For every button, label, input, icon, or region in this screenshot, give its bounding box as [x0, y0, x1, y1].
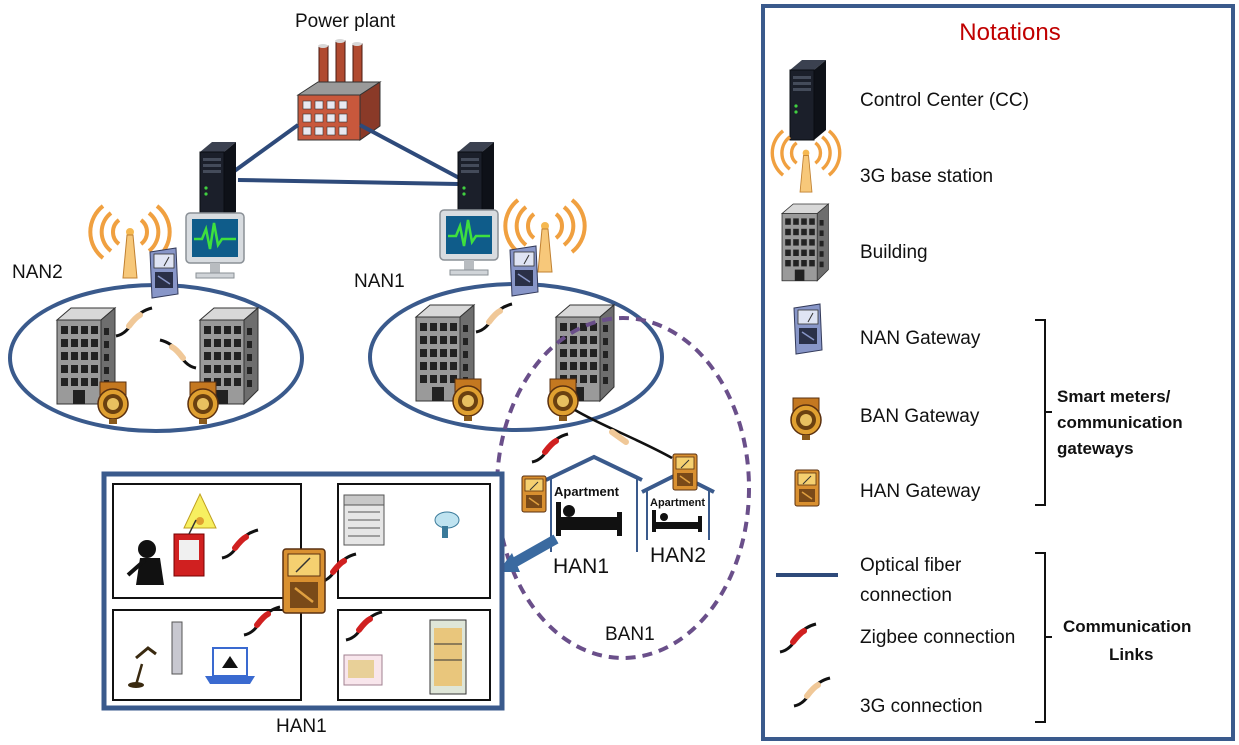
washer-icon	[343, 494, 385, 546]
han-gateway-icon	[521, 475, 547, 513]
desk-lamp-icon	[128, 646, 157, 688]
control-center-icon	[199, 141, 237, 223]
legend-label: Optical fiber	[860, 555, 962, 576]
group-label-meters: Smart meters/	[1057, 387, 1171, 406]
building-icon	[781, 203, 829, 282]
apartment-label: Apartment	[650, 497, 705, 509]
control-center-icon	[789, 59, 827, 141]
han-gateway-icon	[672, 453, 698, 491]
3g-link-icon	[160, 340, 196, 368]
notations-panel	[761, 4, 1235, 741]
person-phone-icon	[126, 540, 164, 585]
group-label-links: Links	[1109, 645, 1153, 664]
zigbee-segment	[609, 429, 629, 445]
legend-label: connection	[860, 585, 952, 606]
legend-label: NAN Gateway	[860, 328, 981, 349]
room-laptop	[112, 609, 302, 701]
legend-label: Control Center (CC)	[860, 90, 1029, 111]
nan2-label: NAN2	[12, 262, 63, 283]
room-kitchen	[337, 609, 491, 701]
group-label-meters: communication	[1057, 413, 1183, 432]
ban1-label: BAN1	[605, 624, 655, 645]
ban-gateway-icon	[187, 381, 219, 425]
ban-gateway-icon	[547, 378, 579, 422]
apartment-building: Apartment	[545, 454, 643, 552]
legend-label: HAN Gateway	[860, 481, 981, 502]
legend-label: BAN Gateway	[860, 406, 980, 427]
han-gateway-central	[282, 548, 326, 614]
ban-gateway-icon	[97, 381, 129, 425]
monitor-icon	[184, 211, 246, 280]
zigbee-line	[574, 408, 673, 460]
tv-icon	[173, 519, 205, 577]
ban-gateway-icon	[452, 378, 484, 422]
monitor-icon	[438, 208, 500, 277]
han-gateway-icon	[794, 469, 820, 507]
legend-label: Building	[860, 242, 928, 263]
3g-link-icon	[116, 308, 152, 336]
legend-label: 3G connection	[860, 696, 983, 717]
nan-gateway-icon	[793, 303, 823, 355]
group-label-links: Communication	[1063, 617, 1191, 636]
nan1-label: NAN1	[354, 271, 405, 292]
notations-title: Notations	[959, 19, 1060, 46]
nan-gateway-icon	[509, 245, 539, 297]
microwave-icon	[343, 654, 383, 686]
power-plant-label: Power plant	[295, 11, 396, 32]
han2-apartment-label: HAN2	[650, 544, 706, 567]
3g-link-icon	[476, 304, 512, 332]
apartment-label: Apartment	[554, 484, 620, 499]
phone-icon	[171, 621, 183, 675]
power-plant-icon	[296, 39, 382, 141]
nan-gateway-icon	[149, 247, 179, 299]
room-laundry	[337, 483, 491, 599]
fridge-icon	[429, 619, 467, 695]
nan1-boundary	[368, 282, 664, 432]
legend-label: 3G base station	[860, 166, 993, 187]
hairdryer-icon	[434, 511, 460, 538]
han1-apartment-label: HAN1	[553, 555, 609, 578]
apartment-building: Apartment	[641, 471, 715, 540]
legend-label: Zigbee connection	[860, 627, 1015, 648]
han1-inset-label: HAN1	[276, 716, 327, 737]
room-tv	[112, 483, 302, 599]
lamp-icon	[183, 492, 217, 529]
group-label-meters: gateways	[1057, 439, 1134, 458]
zigbee-link-icon	[532, 434, 568, 462]
laptop-icon	[205, 647, 255, 684]
